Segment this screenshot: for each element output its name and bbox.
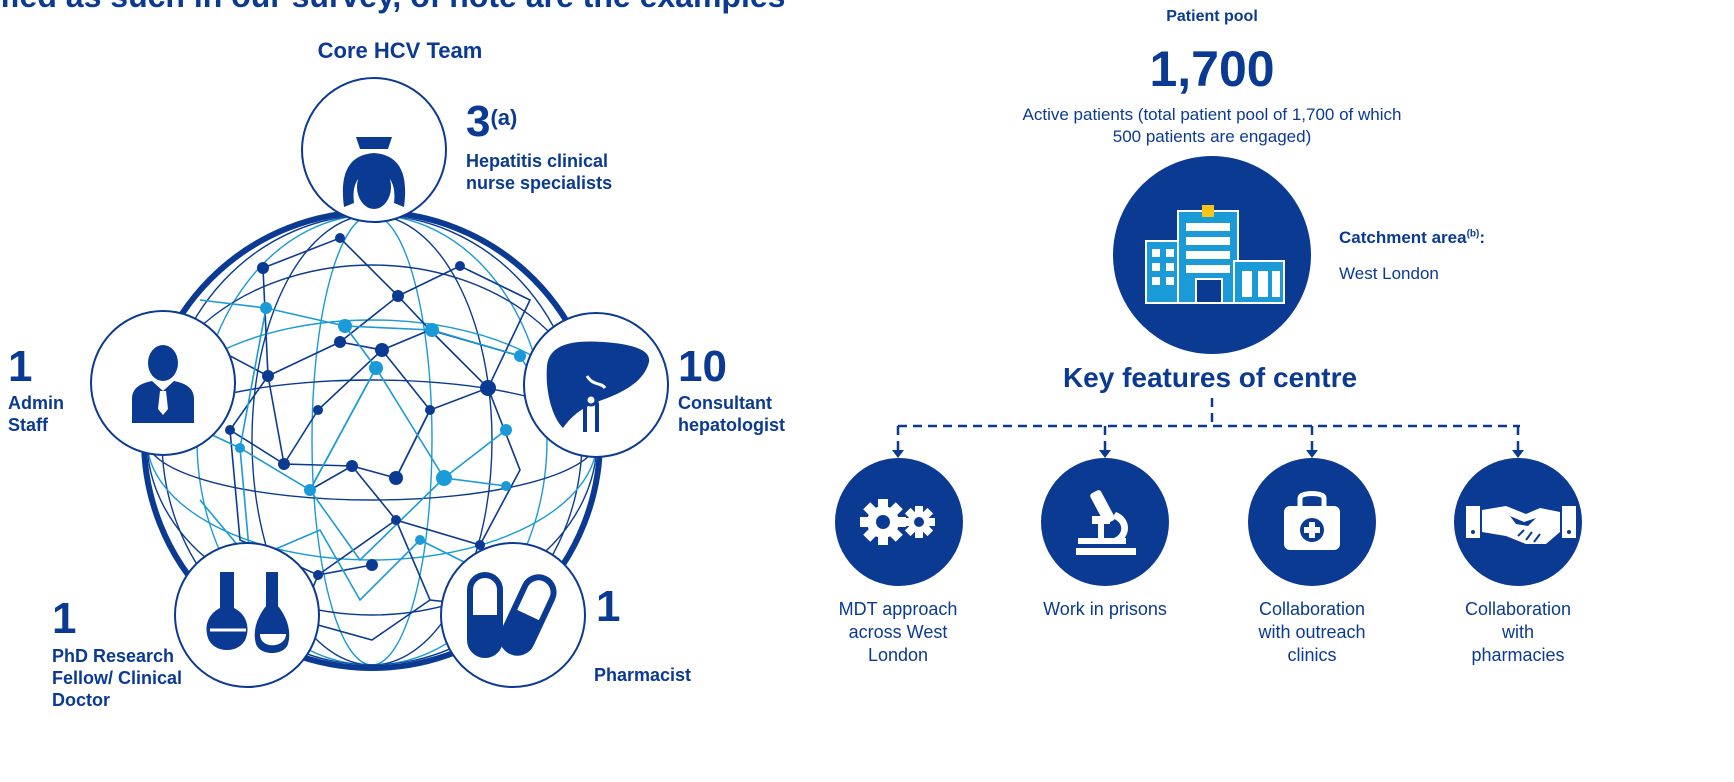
pills-icon [467,572,557,658]
catchment-footnote: (b) [1466,228,1480,240]
nurse-count: 3(a) [466,97,518,146]
core-team-title: Core HCV Team [317,38,483,63]
pharmacist-count: 1 [596,582,621,631]
patient-pool-number: 1,700 [1149,41,1275,97]
liver-icon [546,341,650,432]
consultant-count: 10 [678,342,727,391]
catchment-label: Catchment area(b): [1339,228,1486,247]
handshake-icon [1466,506,1576,544]
admin-label: Admin Staff [8,393,64,435]
gears-icon [860,499,935,545]
patient-pool-title: Patient pool [1166,8,1258,25]
feature-label-pharmacies: Collaboration with pharmacies [1464,599,1572,665]
hospital-icon [1145,205,1285,304]
phd-label: PhD Research Fellow/ Clinical Doctor [52,646,183,710]
feature-label-outreach: Collaboration with outreach clinics [1258,599,1366,665]
admin-count: 1 [8,342,33,391]
phd-count: 1 [52,594,77,643]
feature-label-mdt: MDT approach across West London [838,599,958,665]
pharmacist-label: Pharmacist [594,665,692,685]
page-heading-cut: fied as such in our survey, of note are … [0,0,785,15]
microscope-icon [1076,490,1136,555]
patient-pool-description: Active patients (total patient pool of 1… [1022,105,1402,146]
feature-label-prisons: Work in prisons [1043,599,1167,619]
consultant-label: Consultant hepatologist [678,393,785,435]
catchment-value: West London [1339,264,1439,283]
phd-circle [174,542,320,688]
nurse-label: Hepatitis clinical nurse specialists [466,151,613,193]
nurse-footnote: (a) [490,105,518,130]
medical-kit-icon [1284,491,1340,550]
admin-person-icon [132,345,194,423]
flasks-icon [206,572,290,653]
nurse-icon [342,137,406,209]
key-features-title: Key features of centre [1062,362,1358,393]
admin-circle [90,310,236,456]
